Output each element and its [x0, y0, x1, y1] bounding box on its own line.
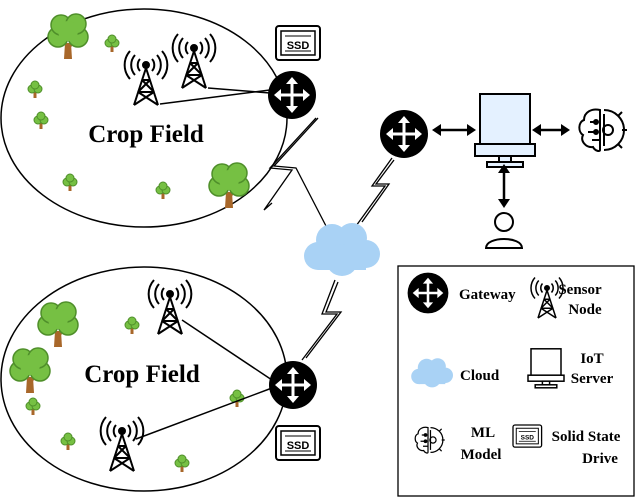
bidirectional-arrow — [498, 164, 510, 208]
legend-iot-label: IoT — [580, 351, 603, 367]
legend-ssd-label: Drive — [582, 451, 618, 467]
ml-model-icon — [578, 108, 628, 152]
svg-text:SSD: SSD — [521, 434, 535, 441]
iot-server-icon — [527, 348, 565, 389]
legend: Gateway Sensor Node Cloud IoT Server ML … — [397, 265, 635, 497]
legend-ml-label: ML — [471, 425, 495, 441]
legend-gateway-label: Gateway — [459, 287, 516, 303]
crop-field-label: Crop Field — [88, 121, 204, 148]
svg-text:SSD: SSD — [287, 440, 310, 452]
gateway-icon — [267, 359, 319, 411]
ssd-icon: SSD — [275, 25, 321, 61]
iot-server-icon — [474, 93, 536, 168]
legend-ssd-label: Solid State — [552, 429, 621, 445]
cloud-icon — [304, 223, 380, 276]
lightning-link-icon — [301, 279, 343, 361]
svg-text:SSD: SSD — [287, 40, 310, 52]
bidirectional-arrow — [432, 124, 476, 136]
gateway-icon — [378, 108, 430, 160]
gateway-icon — [266, 69, 318, 121]
bidirectional-arrow — [532, 124, 570, 136]
legend-sensor-label: Sensor — [558, 282, 602, 298]
legend-iot-label: Server — [571, 371, 614, 387]
legend-cloud-label: Cloud — [460, 368, 500, 384]
legend-sensor-label: Node — [568, 302, 602, 318]
user-icon — [484, 212, 524, 249]
crop-field-label: Crop Field — [84, 361, 200, 388]
ssd-icon: SSD — [275, 425, 321, 461]
lightning-link-icon — [263, 117, 327, 227]
legend-ml-label: Model — [461, 447, 502, 463]
ssd-icon: SSD — [512, 424, 543, 448]
lightning-link-icon — [355, 157, 395, 227]
